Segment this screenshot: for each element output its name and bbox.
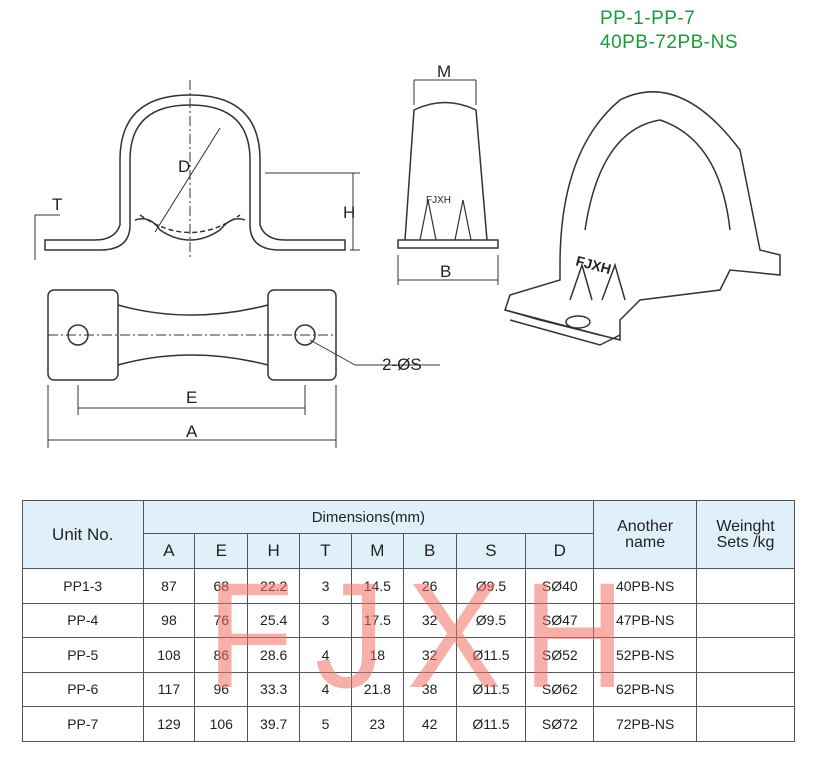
unit-cell: PP1-3	[22, 568, 144, 604]
dim-cell-h: 39.7	[247, 706, 301, 742]
dim-label-m: M	[437, 62, 451, 81]
brand-3d: FJXH	[574, 252, 613, 277]
column-header-s: S	[455, 533, 527, 569]
iso-view	[504, 91, 781, 346]
top-view	[47, 289, 440, 448]
column-header-m: M	[350, 533, 404, 569]
dim-cell-t: 5	[299, 706, 352, 742]
dim-cell-a: 98	[142, 602, 196, 638]
dim-cell-a: 129	[142, 706, 196, 742]
another-name-cell: 72PB-NS	[593, 706, 698, 742]
header-weight: Weinght Sets /kg	[696, 500, 795, 569]
dim-cell-a: 117	[142, 671, 196, 707]
another-name-cell: 52PB-NS	[593, 637, 698, 673]
dim-cell-e: 76	[194, 602, 249, 638]
dim-cell-t: 4	[299, 637, 352, 673]
dim-label-d: D	[178, 157, 190, 176]
column-header-a: A	[142, 533, 196, 569]
dim-cell-b: 26	[402, 568, 457, 604]
dim-label-s: 2-ØS	[382, 355, 422, 374]
dim-cell-t: 3	[299, 568, 352, 604]
dim-label-h: H	[343, 203, 355, 222]
another-name-cell: 47PB-NS	[593, 602, 698, 638]
model-range-title: PP-1-PP-7	[600, 8, 696, 29]
dim-cell-e: 106	[194, 706, 249, 742]
header-another-name: Another name	[593, 500, 698, 569]
dim-cell-d: SØ62	[525, 671, 595, 707]
header-unit-no: Unit No.	[22, 500, 144, 569]
dim-cell-m: 17.5	[350, 602, 404, 638]
header-dimensions: Dimensions(mm)	[142, 500, 595, 534]
weight-cell	[696, 706, 795, 742]
column-header-d: D	[525, 533, 595, 569]
another-name-cell: 40PB-NS	[593, 568, 698, 604]
dim-cell-b: 42	[402, 706, 457, 742]
weight-cell	[696, 671, 795, 707]
dim-cell-s: Ø11.5	[455, 637, 527, 673]
another-name-cell: 62PB-NS	[593, 671, 698, 707]
dim-cell-m: 21.8	[350, 671, 404, 707]
dim-cell-a: 87	[142, 568, 196, 604]
dim-cell-t: 3	[299, 602, 352, 638]
dim-cell-m: 14.5	[350, 568, 404, 604]
dim-cell-e: 86	[194, 637, 249, 673]
brand-front: FJXH	[426, 195, 451, 206]
column-header-b: B	[402, 533, 457, 569]
dim-label-e: E	[186, 388, 197, 407]
dim-cell-b: 32	[402, 602, 457, 638]
dim-cell-d: SØ47	[525, 602, 595, 638]
dim-label-t: T	[52, 195, 62, 214]
dimensions-table: Unit No. Dimensions(mm) Another name Wei…	[22, 500, 795, 742]
dim-cell-h: 25.4	[247, 602, 301, 638]
unit-cell: PP-6	[22, 671, 144, 707]
weight-cell	[696, 602, 795, 638]
dim-cell-a: 108	[142, 637, 196, 673]
dim-cell-s: Ø11.5	[455, 671, 527, 707]
dim-cell-s: Ø9.5	[455, 602, 527, 638]
dim-label-b: B	[440, 262, 451, 281]
dim-cell-t: 4	[299, 671, 352, 707]
weight-cell	[696, 637, 795, 673]
dim-cell-d: SØ52	[525, 637, 595, 673]
dim-cell-m: 18	[350, 637, 404, 673]
column-header-e: E	[194, 533, 249, 569]
front-view	[34, 80, 360, 260]
dim-cell-d: SØ40	[525, 568, 595, 604]
dim-cell-e: 68	[194, 568, 249, 604]
column-header-h: H	[247, 533, 301, 569]
dim-cell-m: 23	[350, 706, 404, 742]
unit-cell: PP-5	[22, 637, 144, 673]
unit-cell: PP-7	[22, 706, 144, 742]
alt-name-range-title: 40PB-72PB-NS	[600, 32, 739, 53]
dim-cell-d: SØ72	[525, 706, 595, 742]
technical-drawing: T D H M FJXH B E A 2-ØS	[34, 62, 781, 448]
dim-cell-b: 38	[402, 671, 457, 707]
dim-label-a: A	[186, 422, 198, 441]
dim-cell-h: 22.2	[247, 568, 301, 604]
dim-cell-s: Ø11.5	[455, 706, 527, 742]
column-header-t: T	[299, 533, 352, 569]
dim-cell-h: 33.3	[247, 671, 301, 707]
side-view	[397, 79, 499, 285]
dim-cell-s: Ø9.5	[455, 568, 527, 604]
unit-cell: PP-4	[22, 602, 144, 638]
weight-cell	[696, 568, 795, 604]
dim-cell-e: 96	[194, 671, 249, 707]
dim-cell-b: 32	[402, 637, 457, 673]
dim-cell-h: 28.6	[247, 637, 301, 673]
